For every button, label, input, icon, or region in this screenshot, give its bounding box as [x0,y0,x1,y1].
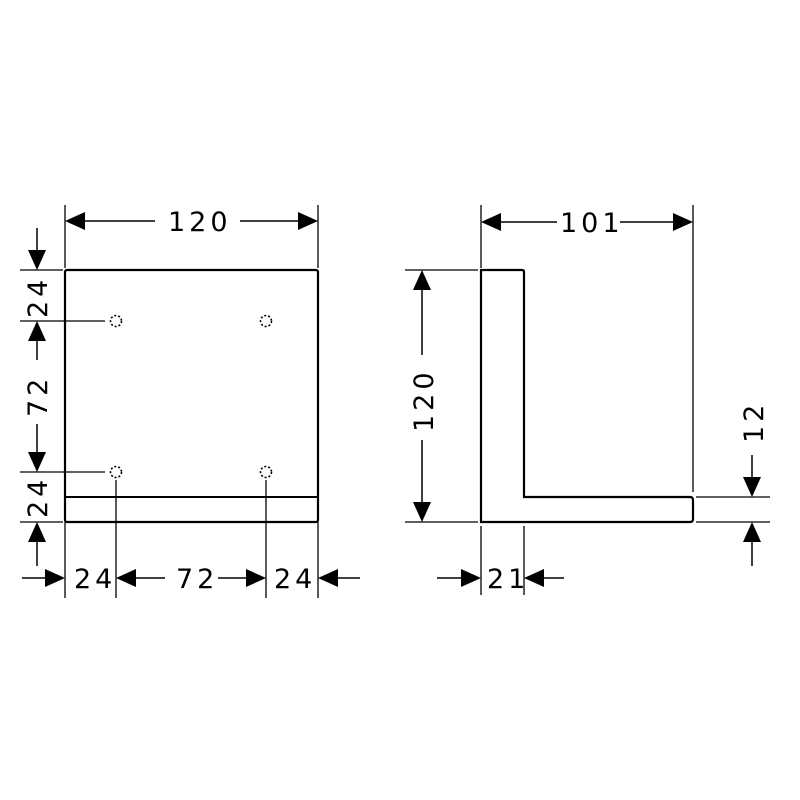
side-view [405,205,770,595]
side-shelf-thickness-label: 12 [739,401,770,443]
front-bottom-left-label: 24 [74,564,116,595]
front-bottom-middle-label: 72 [176,564,218,595]
hole-icon [259,314,273,328]
front-left-middle-label: 72 [23,375,54,417]
front-outline [63,268,320,524]
front-left-bottom-label: 24 [23,476,54,518]
front-left-top-label: 24 [23,276,54,318]
front-bottom-right-label: 24 [274,564,316,595]
hole-icon [109,314,123,328]
hole-icon [109,465,123,479]
side-height-label: 120 [409,368,440,432]
side-depth-label: 101 [560,208,624,239]
hole-icon [259,465,273,479]
side-plate-thickness-label: 21 [487,564,529,595]
side-outline [479,268,695,524]
front-view [20,205,360,598]
front-width-label: 120 [168,207,232,238]
